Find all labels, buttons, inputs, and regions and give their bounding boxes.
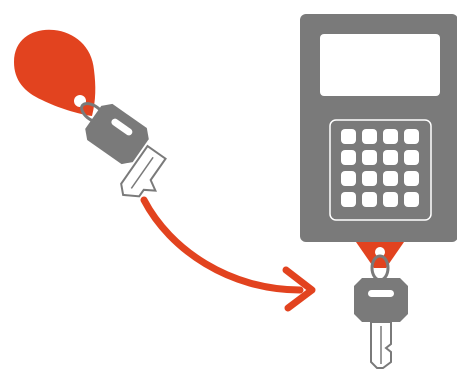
keypad-button	[404, 192, 419, 207]
keypad-button	[383, 150, 398, 165]
curved-arrow-icon	[144, 200, 312, 308]
keypad-button	[404, 150, 419, 165]
keypad-button	[404, 129, 419, 144]
hanging-key-head-icon	[354, 278, 408, 322]
keypad-button	[362, 150, 377, 165]
keypad-button	[362, 171, 377, 186]
keypad-button	[383, 171, 398, 186]
keypad-button	[383, 129, 398, 144]
keypad-button	[362, 129, 377, 144]
hanging-key-slot-icon	[368, 290, 394, 297]
keypad-button	[341, 171, 356, 186]
keypad-button	[341, 129, 356, 144]
cabinet-screen	[320, 34, 440, 96]
key-with-fob-icon	[14, 30, 174, 209]
keypad-button	[341, 150, 356, 165]
key-cabinet-icon	[300, 14, 457, 268]
hanging-key-icon	[354, 256, 408, 368]
keypad-button	[341, 192, 356, 207]
keypad-button	[362, 192, 377, 207]
keypad-button	[383, 192, 398, 207]
keypad-button	[404, 171, 419, 186]
